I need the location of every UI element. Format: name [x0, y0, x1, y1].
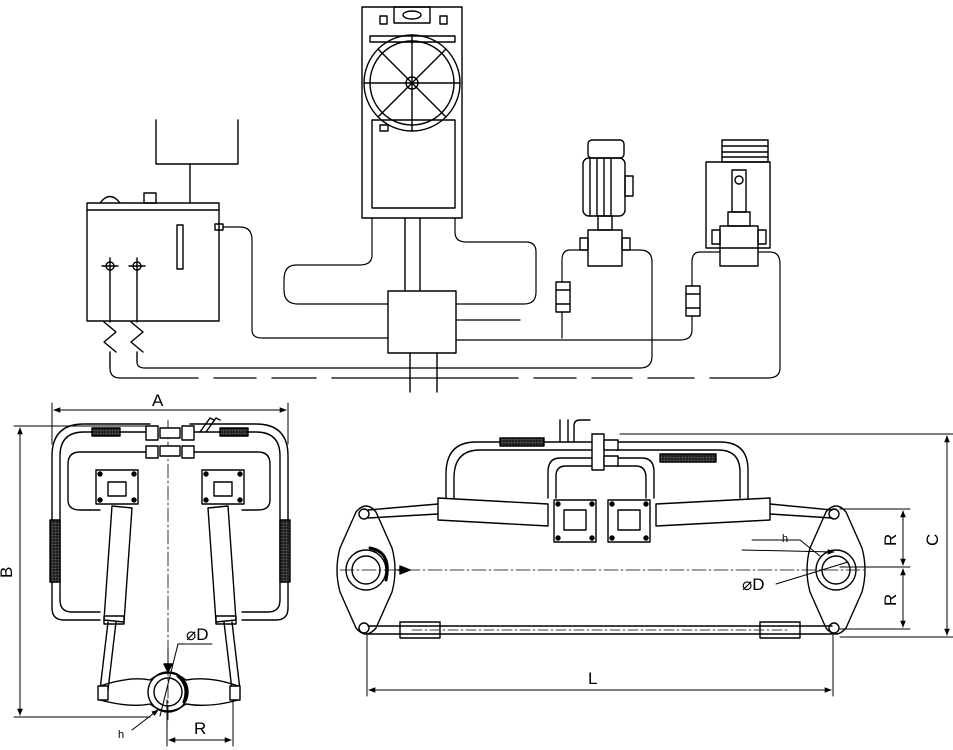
- leaders-right: [741, 539, 849, 585]
- control-valve-block: [387, 290, 457, 393]
- label-h-left: h: [118, 729, 124, 741]
- label-l: L: [588, 669, 597, 688]
- pipework: [109, 217, 781, 379]
- dimension-l: [366, 633, 834, 697]
- filter-2: [685, 285, 701, 317]
- valve-block-left-b: [201, 469, 245, 505]
- label-d-right: ⌀D: [742, 575, 765, 594]
- valve-block-right-a: [553, 499, 597, 543]
- elevation-view-right: [336, 419, 953, 697]
- dimension-labels: A B R ⌀D h C R R L ⌀D h: [0, 391, 942, 741]
- dimension-a: [51, 402, 289, 445]
- label-r-right-upper: R: [881, 534, 900, 546]
- hydraulic-cylinder-left-b: [207, 505, 241, 691]
- hydraulic-system-overview: [86, 6, 781, 393]
- label-d-left: ⌀D: [186, 625, 209, 644]
- label-b: B: [0, 567, 16, 578]
- label-h-right: h: [782, 533, 788, 545]
- tiller-left: [97, 647, 241, 713]
- hydraulic-cylinder-left-a: [99, 505, 133, 691]
- dimension-r-left: [166, 699, 234, 747]
- valve-block-left-a: [95, 469, 139, 505]
- upper-cylinder-right-a: [367, 497, 549, 527]
- label-r-left: R: [194, 719, 206, 738]
- steering-stand: [361, 6, 463, 291]
- dimension-b: [13, 425, 151, 718]
- pipe-loop-left: [49, 417, 291, 621]
- dimension-r-right: [839, 508, 911, 630]
- motor-pump-unit-1: [579, 139, 634, 267]
- plan-view-left: [13, 402, 291, 747]
- motor-pump-unit-2: [705, 139, 771, 267]
- dimension-c: [619, 433, 953, 638]
- valve-block-right-b: [607, 499, 651, 543]
- label-r-right-lower: R: [881, 594, 900, 606]
- leaders-left: [131, 643, 213, 731]
- header-tank: [155, 119, 239, 203]
- lower-cylinder-right: [367, 621, 833, 639]
- filter-1: [555, 281, 571, 313]
- oil-tank: [86, 192, 224, 369]
- pipe-loop-right: [445, 419, 749, 499]
- tiller-right-a: [336, 505, 411, 635]
- label-c: C: [923, 534, 942, 546]
- label-a: A: [152, 391, 164, 410]
- upper-cylinder-right-b: [655, 497, 833, 527]
